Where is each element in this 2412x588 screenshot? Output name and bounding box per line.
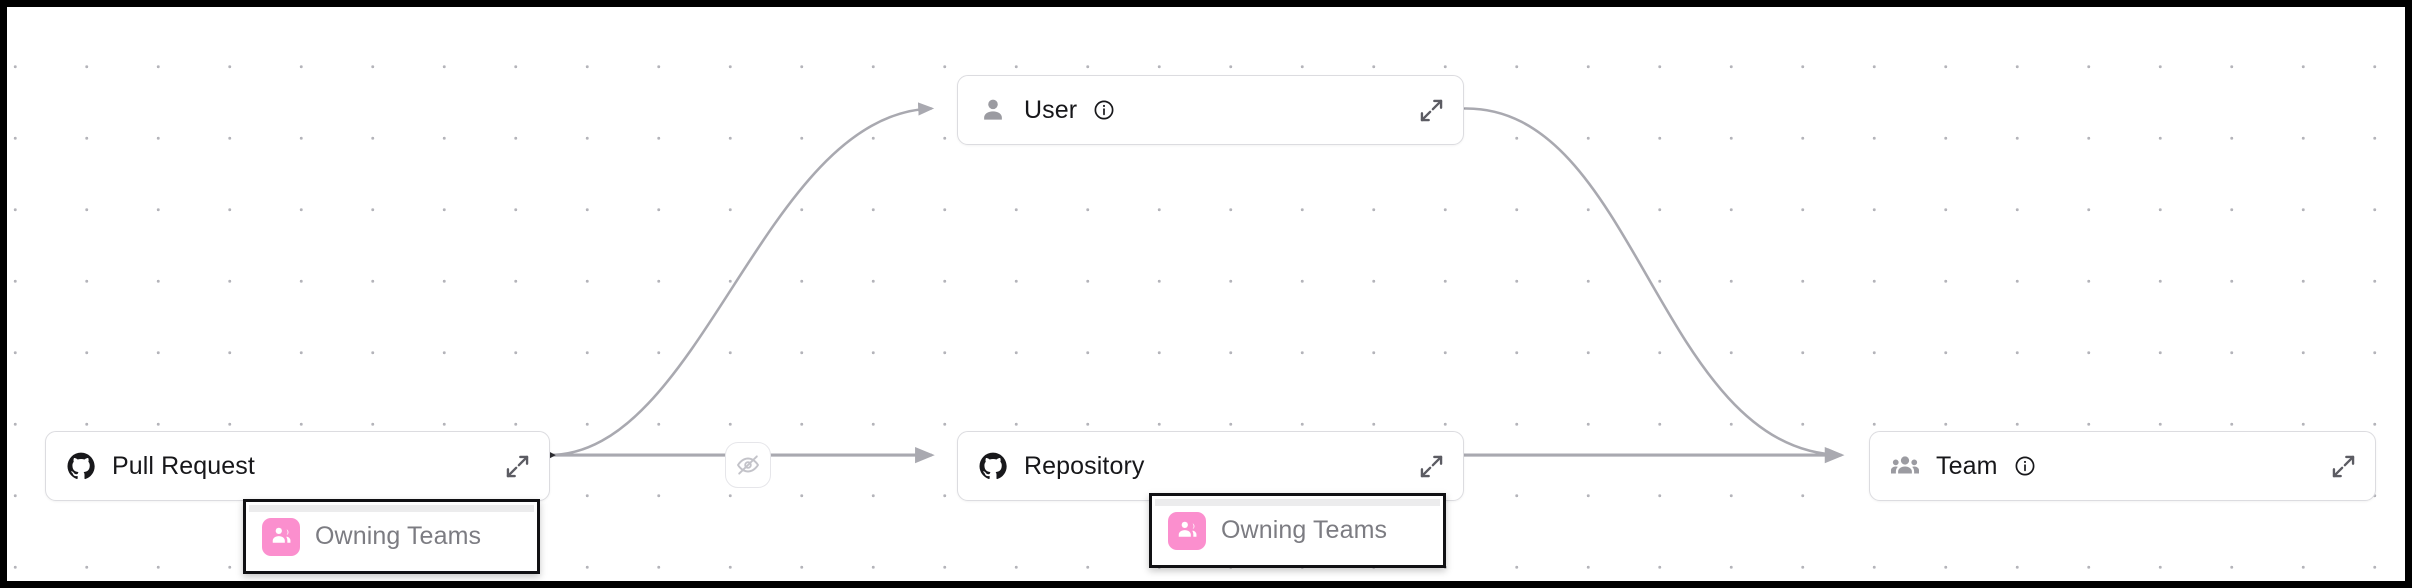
- person-icon: [978, 95, 1008, 125]
- node-label: Pull Request: [112, 451, 255, 480]
- expand-diagonal-icon[interactable]: [504, 453, 531, 480]
- edge-visibility-off-badge[interactable]: [725, 442, 771, 488]
- chip-top-highlight: [1155, 499, 1440, 506]
- owning-teams-label: Owning Teams: [315, 522, 482, 550]
- info-circle-icon[interactable]: [1093, 99, 1115, 121]
- edge-user-to-team: [1463, 107, 1844, 462]
- edge-pull-request-to-user: [548, 102, 935, 457]
- owning-teams-chip-pull-request[interactable]: Owning Teams: [243, 499, 540, 574]
- node-team[interactable]: Team: [1869, 431, 2376, 501]
- eye-off-icon: [736, 453, 760, 477]
- group-people-icon: [262, 517, 300, 556]
- groups-icon: [1890, 451, 1920, 481]
- github-icon: [66, 451, 96, 481]
- github-icon: [978, 451, 1008, 481]
- expand-diagonal-icon[interactable]: [1418, 453, 1445, 480]
- owning-teams-label: Owning Teams: [1221, 516, 1388, 544]
- expand-diagonal-icon[interactable]: [1418, 97, 1445, 124]
- node-label: User: [1024, 95, 1078, 124]
- owning-teams-chip-repository[interactable]: Owning Teams: [1149, 493, 1446, 568]
- expand-diagonal-icon[interactable]: [2330, 453, 2357, 480]
- node-label: Repository: [1024, 451, 1145, 480]
- node-label: Team: [1936, 451, 1998, 480]
- info-circle-icon[interactable]: [2014, 455, 2036, 477]
- node-user[interactable]: User: [957, 75, 1464, 145]
- group-people-icon: [1168, 511, 1206, 550]
- node-pull-request[interactable]: Pull Request: [45, 431, 550, 501]
- chip-top-highlight: [249, 505, 534, 512]
- node-repository[interactable]: Repository: [957, 431, 1464, 501]
